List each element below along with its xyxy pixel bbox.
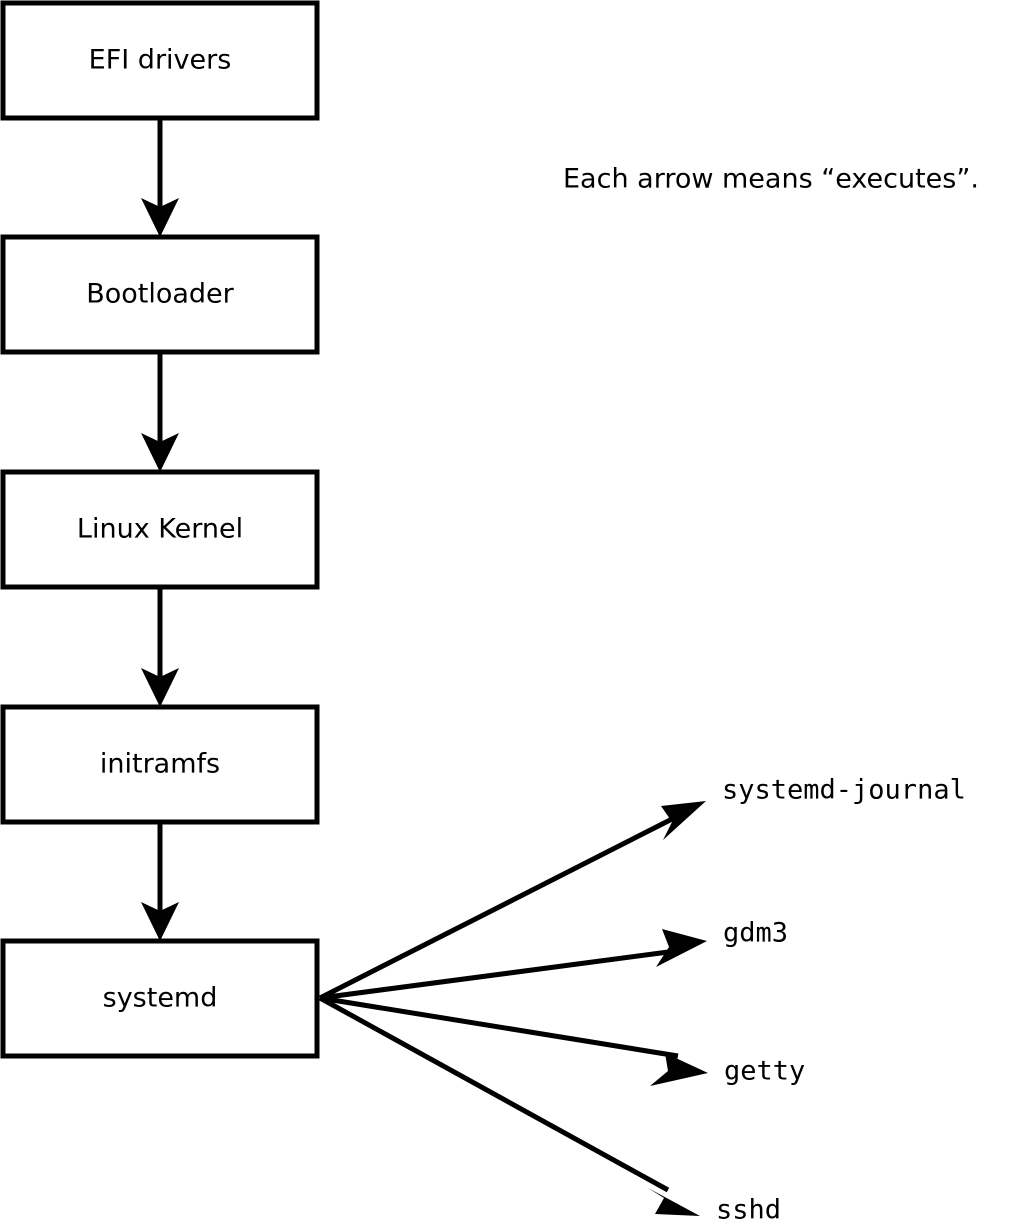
arrow-initramfs-to-systemd-head bbox=[141, 902, 179, 941]
arrow-systemd-to-systemd-journal bbox=[318, 801, 706, 1001]
stage-box-initramfs[interactable]: initramfs bbox=[0, 704, 320, 825]
stage-box-efi-drivers-label: EFI drivers bbox=[89, 45, 232, 76]
arrow-bootloader-to-linux-kernel-head bbox=[141, 433, 179, 472]
arrow-efi-drivers-to-bootloader-head bbox=[141, 198, 179, 237]
stage-box-linux-kernel[interactable]: Linux Kernel bbox=[0, 469, 320, 590]
chain-arrows-group bbox=[141, 118, 179, 941]
arrow-linux-kernel-to-initramfs-head bbox=[141, 668, 179, 707]
stage-box-linux-kernel-rect bbox=[0, 469, 320, 590]
arrow-bootloader-to-linux-kernel bbox=[141, 352, 179, 472]
arrow-systemd-to-sshd bbox=[318, 995, 700, 1216]
process-label-getty: getty bbox=[724, 1056, 805, 1087]
stage-box-systemd-rect bbox=[0, 938, 320, 1059]
arrow-efi-drivers-to-bootloader bbox=[141, 118, 179, 237]
arrow-systemd-to-sshd-head bbox=[648, 1188, 700, 1216]
arrow-linux-kernel-to-initramfs bbox=[141, 587, 179, 707]
arrow-systemd-to-gdm3 bbox=[319, 929, 707, 1001]
systemd-fanout-group bbox=[318, 801, 708, 1216]
arrow-systemd-to-getty-head bbox=[650, 1053, 708, 1086]
arrow-systemd-to-getty-shaft bbox=[319, 995, 679, 1059]
stage-box-efi-drivers[interactable]: EFI drivers bbox=[0, 0, 320, 121]
spawned-process-labels-group: systemd-journal gdm3 getty sshd bbox=[716, 775, 966, 1226]
arrow-initramfs-to-systemd bbox=[141, 822, 179, 941]
arrow-systemd-to-getty bbox=[319, 995, 708, 1086]
arrow-systemd-to-systemd-journal-shaft bbox=[318, 814, 678, 1001]
process-label-sshd: sshd bbox=[716, 1195, 781, 1226]
stage-box-initramfs-label: initramfs bbox=[100, 749, 220, 780]
stage-box-systemd[interactable]: systemd bbox=[0, 938, 320, 1059]
legend-caption: Each arrow means “executes”. bbox=[563, 164, 979, 195]
stage-box-bootloader-label: Bootloader bbox=[86, 279, 234, 310]
arrow-systemd-to-gdm3-head bbox=[656, 929, 707, 967]
process-label-gdm3: gdm3 bbox=[723, 918, 788, 949]
stage-box-efi-drivers-rect bbox=[0, 0, 320, 121]
arrow-systemd-to-sshd-shaft bbox=[318, 995, 670, 1193]
stage-box-bootloader[interactable]: Bootloader bbox=[0, 234, 320, 355]
process-label-systemd-journal: systemd-journal bbox=[722, 775, 966, 806]
arrow-systemd-to-systemd-journal-head bbox=[661, 801, 706, 840]
arrow-systemd-to-gdm3-shaft bbox=[319, 948, 677, 1001]
stage-box-linux-kernel-label: Linux Kernel bbox=[77, 514, 243, 545]
stage-box-systemd-label: systemd bbox=[103, 983, 218, 1014]
